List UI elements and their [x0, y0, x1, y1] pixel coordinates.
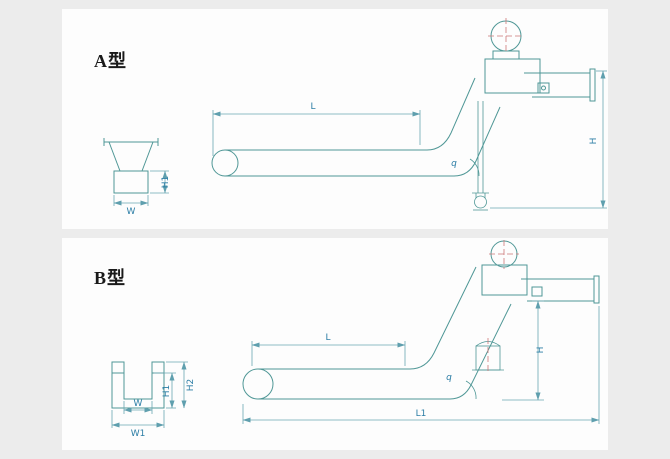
type-b-title: B型	[94, 268, 127, 288]
type-b-angle-arc	[465, 380, 477, 400]
dim-label-overall-length-b: L1	[416, 409, 427, 419]
discharge-flange	[593, 275, 600, 304]
dim-label-outer-width-b: W1	[131, 429, 146, 439]
dim-label-height-a: H	[589, 138, 599, 145]
type-a-angle-arc	[469, 158, 480, 177]
type-a-conveyor-body	[211, 77, 501, 177]
dim-label-length-b: L	[325, 333, 330, 343]
dim-label-inner-height-b: H1	[162, 385, 172, 398]
dim-label-angle-b: q	[446, 373, 452, 383]
dim-label-section-height-a: H1	[161, 176, 171, 189]
dim-label-inner-width-b: W	[134, 399, 143, 409]
type-a-drawing: L H H1 W q	[103, 18, 607, 217]
type-a-centerlines	[488, 18, 524, 54]
type-b-panel: B型	[62, 238, 608, 450]
dim-label-outer-height-b: H2	[186, 379, 196, 392]
type-b-centerlines	[489, 240, 519, 269]
type-a-dimension-lines	[113, 70, 607, 209]
dim-label-height-b: H	[536, 347, 546, 354]
type-b-drawing: L L1 H H1 H2 W W1 q	[111, 240, 600, 439]
type-a-title: A型	[94, 51, 127, 71]
type-a-head-assembly	[484, 20, 596, 102]
dim-label-angle-a: q	[451, 159, 457, 169]
type-b-conveyor-body	[242, 266, 512, 400]
type-a-panel: A型	[62, 9, 608, 229]
type-b-dimension-lines	[111, 300, 600, 428]
type-a-cross-section	[103, 138, 159, 194]
tail-pulley	[242, 368, 274, 400]
dim-label-section-width-a: W	[127, 207, 136, 217]
type-b-head-assembly	[481, 240, 600, 304]
dim-label-length-a: L	[310, 102, 315, 112]
type-a-support-leg-wheel	[472, 101, 489, 211]
tail-pulley	[211, 149, 239, 177]
caster-wheel	[474, 195, 487, 209]
discharge-flange	[589, 68, 596, 102]
